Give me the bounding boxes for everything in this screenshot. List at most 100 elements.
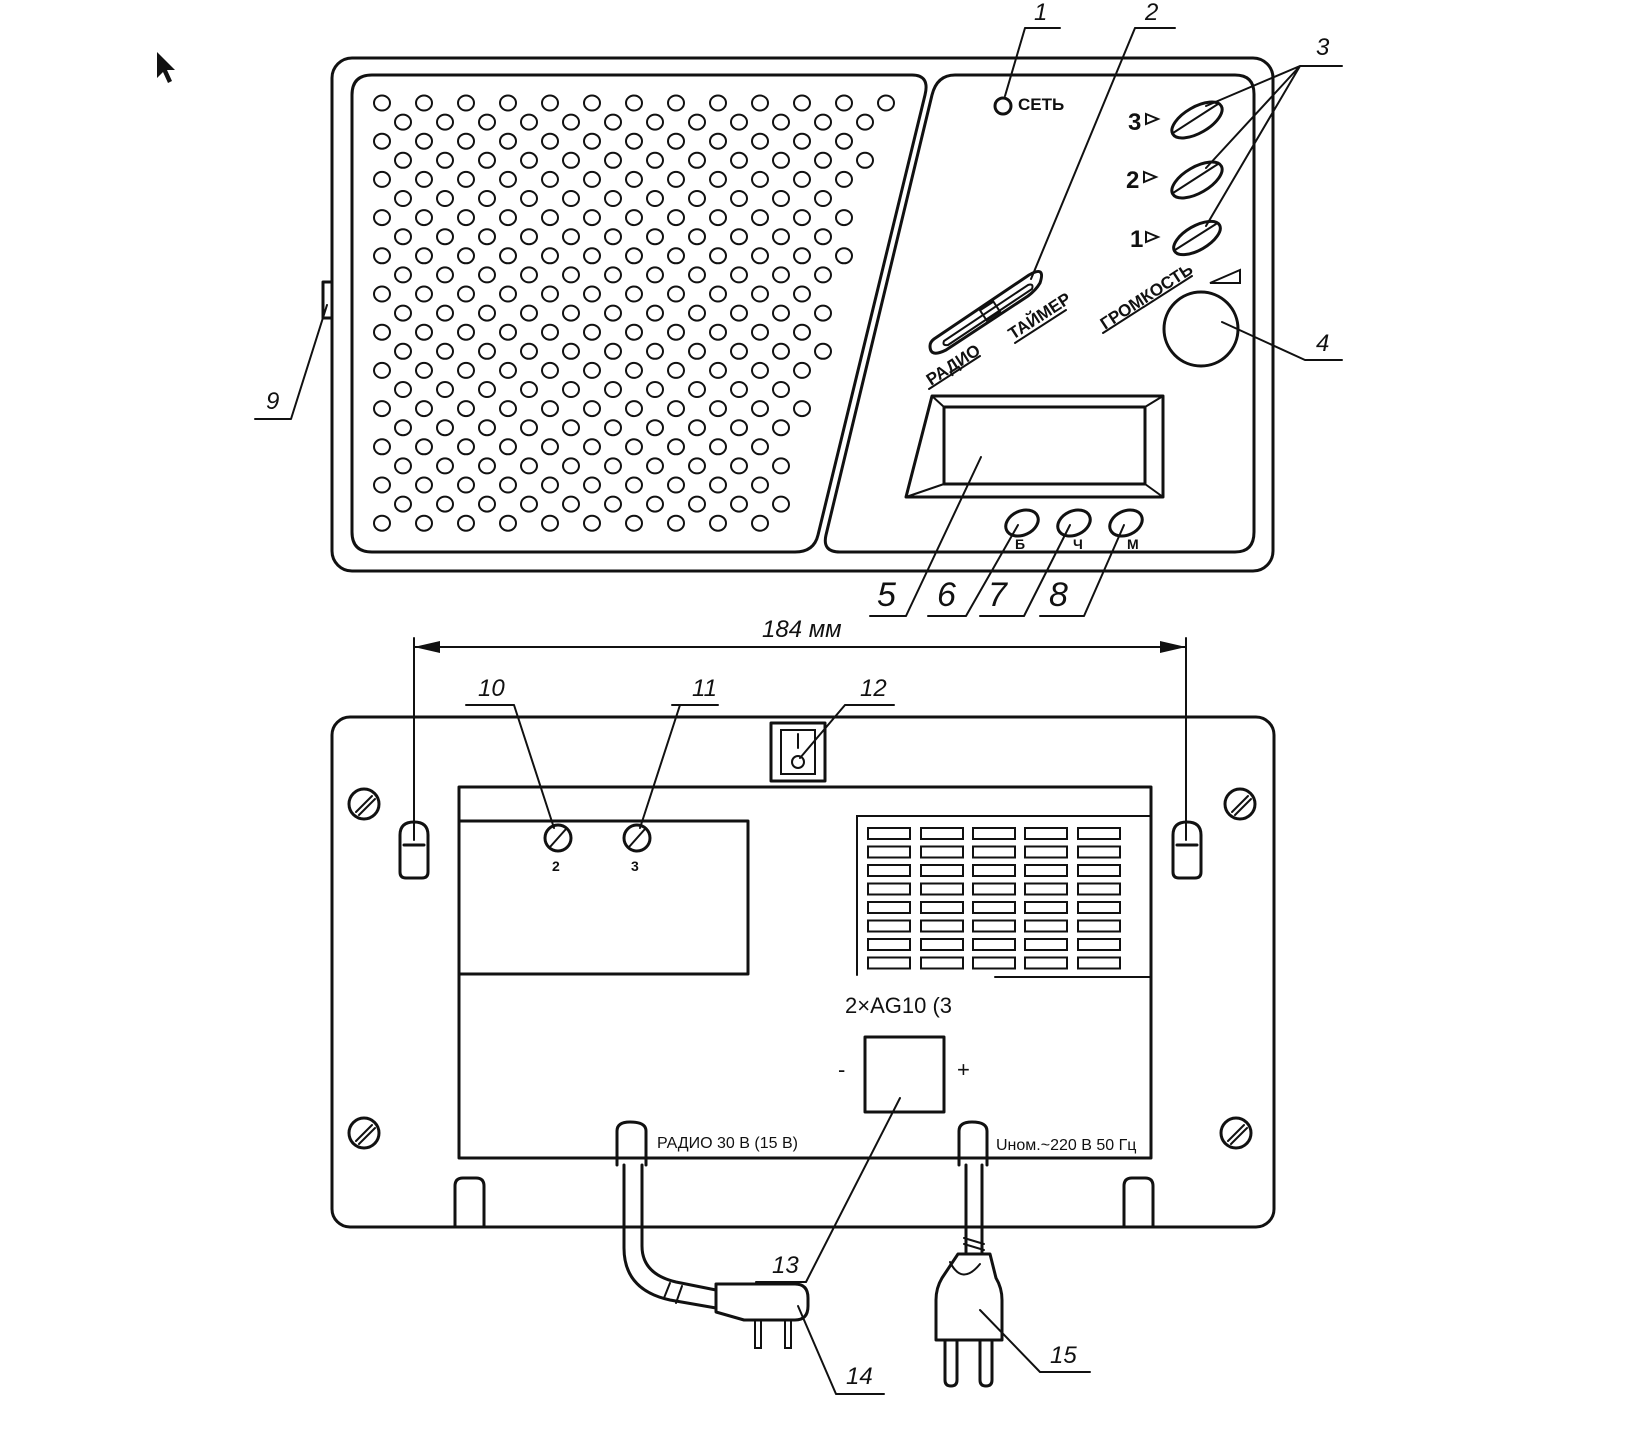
grille-hole: [604, 419, 622, 437]
vent-slot: [867, 901, 911, 914]
grille-hole: [499, 285, 517, 303]
grille-hole: [373, 170, 391, 188]
vent-slot: [1024, 919, 1068, 933]
grille-hole: [772, 419, 790, 437]
radio-plug[interactable]: [714, 1282, 810, 1349]
grille-hole: [583, 400, 601, 418]
grille-hole: [541, 247, 559, 265]
battery-compartment[interactable]: [863, 1035, 946, 1114]
radio-timer-switch[interactable]: [928, 269, 1044, 355]
callout-3: 3: [1316, 34, 1330, 61]
grille-hole: [667, 285, 685, 303]
grille-hole: [394, 190, 412, 207]
grille-hole: [793, 132, 811, 150]
vent-slot: [1077, 919, 1121, 933]
grille-hole: [562, 228, 580, 246]
power-switch[interactable]: [780, 729, 816, 775]
grille-hole: [562, 266, 580, 284]
grille-hole: [688, 495, 706, 513]
grille-hole: [604, 266, 622, 284]
grille-hole: [520, 419, 538, 437]
grille-hole: [688, 113, 706, 131]
grille-hole: [457, 438, 475, 456]
grille-hole: [457, 247, 475, 265]
grille-hole: [415, 361, 433, 379]
program-button-3[interactable]: [1166, 95, 1227, 146]
grille-hole: [436, 342, 454, 360]
grille-hole: [373, 438, 391, 456]
program-button-2[interactable]: [1166, 155, 1227, 206]
grille-hole: [583, 209, 601, 227]
grille-hole: [625, 323, 643, 341]
grille-hole: [751, 94, 769, 112]
grille-hole: [730, 495, 748, 513]
vent-slot: [1024, 956, 1068, 970]
callout-2: 2: [1144, 0, 1158, 26]
switch-slider[interactable]: [978, 300, 1002, 322]
grille-hole: [604, 113, 622, 131]
grille-hole: [457, 94, 475, 112]
grille-hole: [730, 304, 748, 322]
battery-minus-label: -: [838, 1057, 845, 1082]
terminal-3[interactable]: [622, 823, 652, 853]
vent-slot: [1077, 845, 1121, 859]
callout-8: 8: [1049, 576, 1068, 614]
mode-button-ch[interactable]: [1054, 505, 1095, 541]
grille-hole: [709, 323, 727, 341]
grille-hole: [373, 323, 391, 341]
radio-cable: [615, 1120, 718, 1310]
mode-button-m[interactable]: [1106, 505, 1147, 541]
grille-hole: [436, 266, 454, 284]
power-plug[interactable]: [934, 1252, 1004, 1388]
battery-label: 2×AG10 (3: [845, 993, 952, 1018]
grille-hole: [667, 361, 685, 379]
grille-hole: [520, 113, 538, 131]
grille-hole: [457, 361, 475, 379]
mode-button-b[interactable]: [1002, 505, 1043, 541]
volume-knob[interactable]: [1162, 290, 1240, 368]
grille-hole: [415, 476, 433, 494]
grille-hole: [667, 170, 685, 188]
callout-4: 4: [1316, 330, 1329, 357]
grille-hole: [835, 94, 853, 112]
grille-hole: [394, 495, 412, 513]
vent-slot: [972, 956, 1016, 970]
grille-hole: [394, 151, 412, 169]
grille-hole: [415, 209, 433, 227]
grille-hole: [478, 457, 496, 475]
grille-hole: [730, 266, 748, 284]
grille-hole: [667, 476, 685, 494]
grille-hole: [520, 266, 538, 284]
side-control[interactable]: [321, 280, 334, 320]
grille-hole: [856, 151, 874, 169]
grille-hole: [730, 151, 748, 169]
program-button-1[interactable]: [1168, 215, 1225, 262]
terminal-label-2: 2: [552, 858, 560, 874]
terminal-2[interactable]: [543, 823, 573, 853]
display-window: [942, 405, 1147, 486]
grille-hole: [772, 266, 790, 284]
grille-hole: [814, 342, 832, 360]
vent-slot: [920, 864, 964, 877]
grille-hole: [835, 170, 853, 188]
grille-hole: [499, 132, 517, 150]
grille-hole: [499, 438, 517, 456]
vent-slot: [1024, 901, 1068, 914]
dimension-label: 184 мм: [762, 616, 842, 643]
grille-hole: [625, 438, 643, 456]
grille-hole: [646, 151, 664, 169]
grille-hole: [436, 113, 454, 131]
grille-hole: [541, 438, 559, 456]
grille-hole: [478, 113, 496, 131]
grille-hole: [478, 495, 496, 513]
vent-slot: [867, 882, 911, 896]
grille-hole: [562, 419, 580, 437]
grille-hole: [751, 247, 769, 265]
play-arrow-icon: [1145, 230, 1161, 244]
grille-hole: [709, 400, 727, 418]
mode-label-m: М: [1127, 536, 1139, 552]
grille-hole: [436, 304, 454, 322]
grille-hole: [373, 400, 391, 418]
grille-hole: [562, 151, 580, 169]
grille-hole: [709, 247, 727, 265]
